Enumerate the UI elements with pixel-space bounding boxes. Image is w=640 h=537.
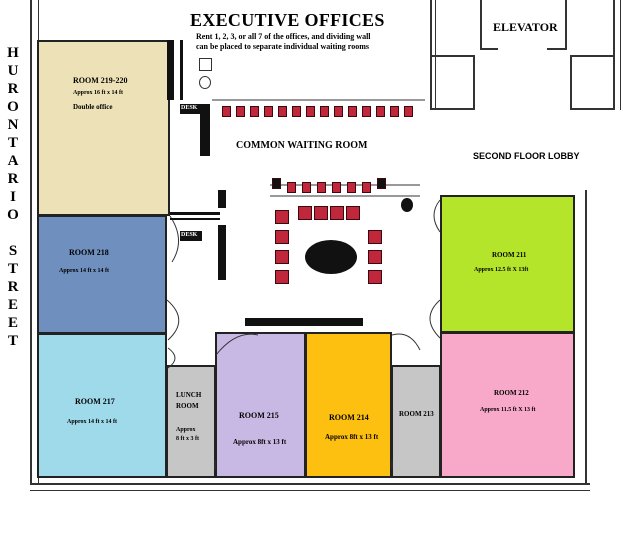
page-title: EXECUTIVE OFFICES xyxy=(190,10,385,30)
room-219-220-note: Double office xyxy=(73,103,113,111)
street-letter: U xyxy=(7,63,19,79)
street-letter: A xyxy=(7,153,19,169)
subtitle-line-2: can be placed to separate individual wai… xyxy=(196,42,369,51)
room-211-name: ROOM 211 xyxy=(492,251,527,259)
street-letter: N xyxy=(7,117,19,133)
lunch-room-name-1: LUNCH xyxy=(176,391,202,399)
street-letter: I xyxy=(10,189,16,205)
street-letter: R xyxy=(7,279,19,295)
room-219-220[interactable]: ROOM 219-220 Approx 16 ft x 14 ft Double… xyxy=(37,40,170,216)
street-letter: O xyxy=(7,99,19,115)
room-212[interactable]: ROOM 212 Approx 11.5 ft X 13 ft xyxy=(440,332,575,478)
room-213-name: ROOM 213 xyxy=(399,410,434,418)
room-219-220-size: Approx 16 ft x 14 ft xyxy=(73,90,124,96)
lunch-room-name-2: ROOM xyxy=(176,402,199,410)
street-letter: S xyxy=(8,243,18,259)
desk-2-label: DESK xyxy=(181,232,198,238)
street-letter: H xyxy=(7,45,19,61)
elevator-label: ELEVATOR xyxy=(493,20,558,34)
street-letter: R xyxy=(7,81,19,97)
second-floor-lobby-label: SECOND FLOOR LOBBY xyxy=(473,151,580,161)
room-218-name: ROOM 218 xyxy=(69,248,109,257)
fixture-round xyxy=(199,76,211,89)
room-213[interactable]: ROOM 213 xyxy=(391,365,441,478)
subtitle-line-1: Rent 1, 2, 3, or all 7 of the offices, a… xyxy=(196,32,371,41)
street-letter: T xyxy=(7,333,18,349)
street-letter: T xyxy=(7,135,18,151)
street-letter: O xyxy=(7,207,19,223)
room-215-size: Approx 8ft x 13 ft xyxy=(233,438,287,446)
street-letter: E xyxy=(7,297,18,313)
lunch-room-size-1: Approx xyxy=(176,427,196,433)
room-214-name: ROOM 214 xyxy=(329,413,369,422)
street-letter: E xyxy=(7,315,18,331)
room-217[interactable]: ROOM 217 Approx 14 ft x 14 ft xyxy=(37,333,167,478)
street-letter: T xyxy=(7,261,18,277)
room-217-name: ROOM 217 xyxy=(75,397,115,406)
room-217-size: Approx 14 ft x 14 ft xyxy=(67,419,118,425)
lunch-room[interactable]: LUNCH ROOM Approx 8 ft x 3 ft xyxy=(166,365,216,478)
room-212-name: ROOM 212 xyxy=(494,389,529,397)
common-waiting-room-label: COMMON WAITING ROOM xyxy=(236,140,368,151)
room-219-220-name: ROOM 219-220 xyxy=(73,76,128,85)
desk-1: DESK xyxy=(180,104,202,114)
elevator-area: ELEVATOR xyxy=(425,0,640,120)
room-212-size: Approx 11.5 ft X 13 ft xyxy=(480,407,536,413)
street-letter: R xyxy=(7,171,19,187)
room-211-size: Approx 12.5 ft X 13ft xyxy=(474,267,529,273)
room-218-size: Approx 14 ft x 14 ft xyxy=(59,268,110,274)
desk-1-label: DESK xyxy=(181,105,198,111)
room-214[interactable]: ROOM 214 Approx 8ft x 13 ft xyxy=(305,332,392,478)
room-215[interactable]: ROOM 215 Approx 8ft x 13 ft xyxy=(215,332,306,478)
desk-2: DESK xyxy=(180,231,202,241)
room-214-size: Approx 8ft x 13 ft xyxy=(325,433,379,441)
fixture-square xyxy=(199,58,212,71)
lunch-room-size-2: 8 ft x 3 ft xyxy=(176,436,199,442)
room-215-name: ROOM 215 xyxy=(239,411,279,420)
